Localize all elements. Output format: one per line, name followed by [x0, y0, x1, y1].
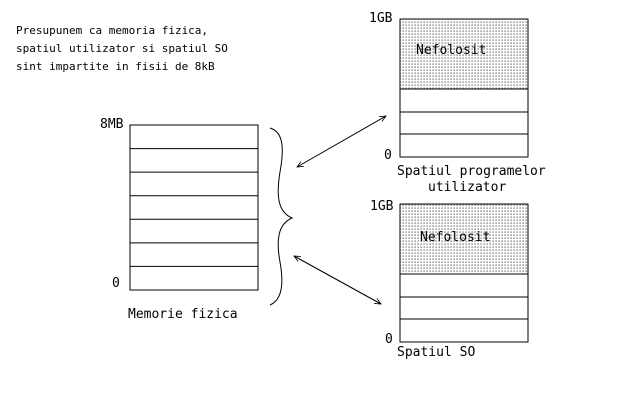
arrow-to-user-space: [297, 116, 386, 167]
os-space-top-label: 1GB: [370, 199, 394, 214]
physical-memory-bottom-label: 0: [112, 276, 120, 291]
note-line-1: Presupunem ca memoria fizica,: [16, 24, 209, 37]
arrow-to-os-space: [294, 256, 381, 304]
os-space-block: [399, 203, 529, 343]
note-line-3: sint impartite in fisii de 8kB: [16, 60, 215, 73]
os-space-unused-label: Nefolosit: [420, 230, 491, 245]
user-space-block: [399, 18, 529, 158]
user-space-unused-region: [399, 18, 529, 90]
os-space-bottom-label: 0: [385, 332, 393, 347]
note-line-2: spatiul utilizator si spatiul SO: [16, 42, 228, 55]
physical-memory-outline: [129, 124, 259, 291]
os-space-caption: Spatiul SO: [397, 345, 476, 360]
user-space-bottom-label: 0: [384, 148, 392, 163]
os-space-used-region: [399, 273, 529, 343]
curly-brace: [269, 127, 294, 306]
user-space-caption-line-1: Spatiul programelor: [397, 164, 546, 179]
user-space-unused-label: Nefolosit: [416, 43, 487, 58]
user-space-caption-line-2: utilizator: [428, 180, 507, 195]
user-space-top-label: 1GB: [369, 11, 393, 26]
physical-memory-caption: Memorie fizica: [128, 307, 238, 322]
user-space-used-region: [399, 88, 529, 158]
physical-memory-top-label: 8MB: [100, 117, 124, 132]
physical-memory-block: [129, 124, 259, 291]
